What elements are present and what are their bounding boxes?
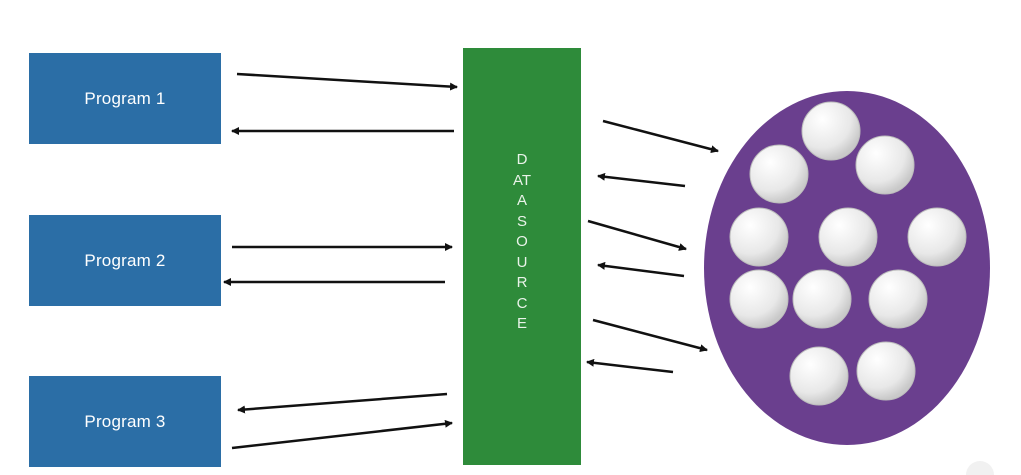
arrow-pool-to-datasource-2 xyxy=(597,261,685,278)
pool-connection xyxy=(868,269,928,329)
arrow-program-1-to-datasource xyxy=(236,72,458,91)
pool-connections xyxy=(729,101,967,406)
arrow-datasource-to-pool-3 xyxy=(592,318,708,353)
arrow-datasource-to-pool-1 xyxy=(602,119,719,154)
pool-connection xyxy=(749,144,809,204)
program-2-box: Program 2 xyxy=(29,215,221,306)
program-3-label: Program 3 xyxy=(84,411,166,431)
arrow-datasource-to-program-3 xyxy=(237,392,448,414)
datasource-box: DATASOURCE xyxy=(463,48,581,465)
arrow-datasource-to-pool-2 xyxy=(587,219,687,251)
datasource-label: DATASOURCE xyxy=(512,151,532,332)
pool-connection xyxy=(729,269,789,329)
pool-connection xyxy=(789,346,849,406)
pool-connection xyxy=(729,207,789,267)
program-1-label: Program 1 xyxy=(84,88,166,108)
program-2-label: Program 2 xyxy=(84,250,166,270)
program-3-box: Program 3 xyxy=(29,376,221,467)
pool-connection xyxy=(856,341,916,401)
arrow-program-3-to-datasource xyxy=(231,419,453,450)
program-1-box: Program 1 xyxy=(29,53,221,144)
pool-connection xyxy=(801,101,861,161)
pool-connection xyxy=(855,135,915,195)
arrow-pool-to-datasource-3 xyxy=(586,358,674,374)
corner-decoration xyxy=(966,461,994,475)
pool-connection xyxy=(907,207,967,267)
pool-connection xyxy=(818,207,878,267)
arrow-pool-to-datasource-1 xyxy=(597,172,686,188)
pool-connection xyxy=(792,269,852,329)
